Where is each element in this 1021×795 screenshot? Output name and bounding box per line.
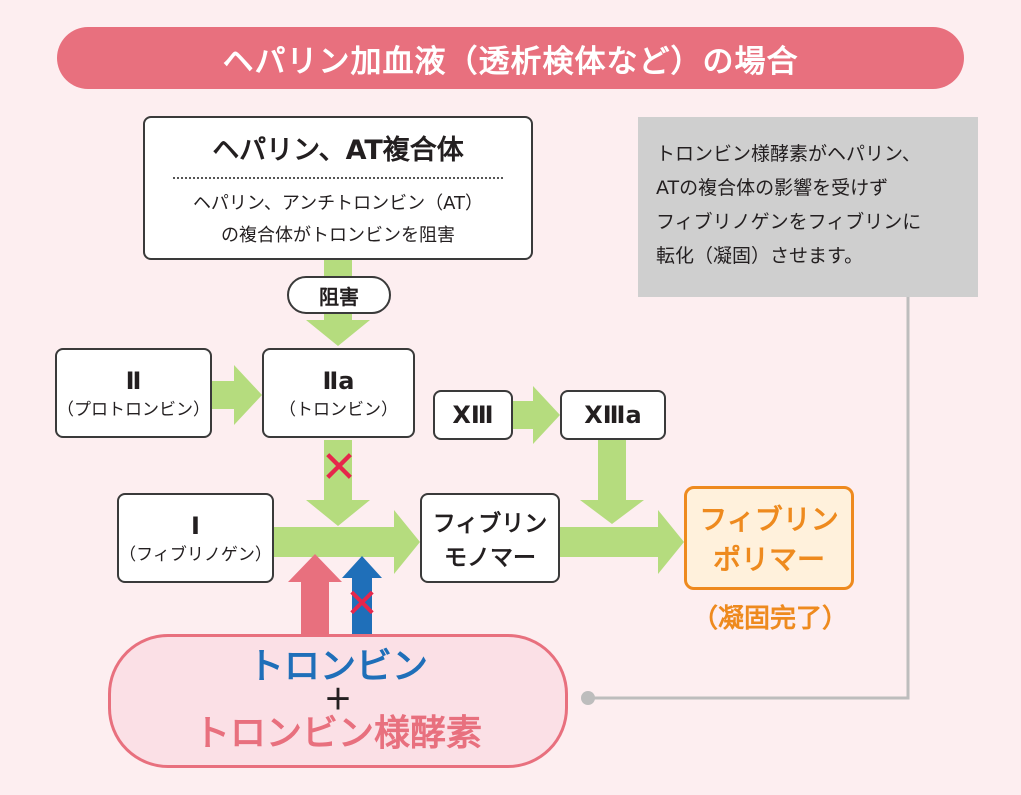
block-x-mark-bottom: ✕ [345, 581, 379, 627]
factor-IIa-roman: Ⅱa [322, 366, 355, 395]
arrow-XIII-XIIIa-shaft [513, 401, 535, 429]
note-connector-dot [581, 691, 595, 705]
arrow-I-monomer-head [394, 510, 420, 574]
fibrin-monomer-box: フィブリン モノマー [420, 493, 560, 583]
factor-XIIIa-box: XⅢa [560, 390, 666, 440]
arrow-pink-up-head [288, 554, 342, 582]
arrow-XIIIa-down-shaft [598, 440, 626, 502]
factor-XIIIa-roman: XⅢa [584, 401, 642, 429]
arrow-I-monomer-shaft [274, 527, 396, 557]
factor-II-box: Ⅱ （プロトロンビン） [55, 348, 212, 438]
arrow-IIa-down-shaft [324, 440, 352, 502]
factor-IIa-box: Ⅱa （トロンビン） [262, 348, 415, 438]
arrow-pink-up-shaft [301, 580, 329, 636]
arrow-IIa-down-head [306, 500, 370, 526]
factor-IIa-name: （トロンビン） [279, 399, 398, 420]
note-line-4: 転化（凝固）させます。 [656, 245, 864, 267]
title-banner: ヘパリン加血液（透析検体など）の場合 [57, 27, 964, 89]
factor-I-name: （フィブリノゲン） [119, 544, 272, 565]
inhibit-arrow-head [306, 320, 370, 346]
arrow-II-IIa-head [234, 365, 262, 425]
fibrin-monomer-line2: モノマー [444, 545, 536, 571]
fibrin-monomer-line1: フィブリン [432, 511, 548, 537]
note-line-2: ATの複合体の影響を受けず [656, 177, 889, 199]
inhibit-arrow-shaft-bottom [324, 313, 352, 323]
thrombin-label: トロンビン [247, 646, 428, 687]
heparin-at-heading: ヘパリン、AT複合体 [173, 128, 503, 179]
arrow-II-IIa-shaft [212, 381, 236, 409]
factor-XIII-roman: XⅢ [452, 401, 494, 429]
arrow-monomer-polymer-head [658, 510, 684, 574]
clot-complete-label: （凝固完了） [691, 604, 848, 634]
block-x-mark-top: ✕ [320, 442, 358, 493]
arrow-XIIIa-down-head [580, 500, 644, 524]
heparin-at-desc-2: の複合体がトロンビンを阻害 [221, 225, 455, 246]
inhibit-arrow-shaft-top [324, 258, 352, 278]
factor-I-box: Ⅰ （フィブリノゲン） [117, 493, 274, 583]
heparin-at-complex-box: ヘパリン、AT複合体 ヘパリン、アンチトロンビン（AT） の複合体がトロンビンを… [143, 116, 533, 260]
heparin-at-desc-1: ヘパリン、アンチトロンビン（AT） [192, 193, 484, 214]
note-line-3: フィブリノゲンをフィブリンに [656, 211, 922, 233]
inhibit-label: 阻害 [319, 284, 359, 309]
factor-I-roman: Ⅰ [191, 511, 200, 540]
arrow-XIII-XIIIa-head [533, 386, 560, 444]
thrombin-like-enzyme-label: トロンビン様酵素 [193, 713, 482, 754]
arrow-monomer-polymer-shaft [560, 527, 660, 557]
fibrin-polymer-box: フィブリン ポリマー [684, 486, 854, 590]
factor-II-name: （プロトロンビン） [57, 399, 210, 420]
factor-XIII-box: XⅢ [433, 390, 513, 440]
thrombin-enzyme-oval: トロンビン ＋ トロンビン様酵素 [108, 634, 568, 768]
note-connector-line [588, 297, 910, 700]
fibrin-polymer-line2: ポリマー [712, 543, 825, 576]
inhibit-pill: 阻害 [287, 276, 391, 314]
note-line-1: トロンビン様酵素がヘパリン、 [656, 143, 921, 165]
fibrin-polymer-line1: フィブリン [699, 503, 839, 536]
note-box: トロンビン様酵素がヘパリン、 ATの複合体の影響を受けず フィブリノゲンをフィブ… [638, 117, 978, 297]
arrow-blue-up-shaft [352, 576, 372, 634]
arrow-blue-up-head [342, 556, 382, 578]
plus-label: ＋ [323, 683, 352, 716]
factor-II-roman: Ⅱ [125, 366, 142, 395]
page-title: ヘパリン加血液（透析検体など）の場合 [222, 43, 799, 80]
